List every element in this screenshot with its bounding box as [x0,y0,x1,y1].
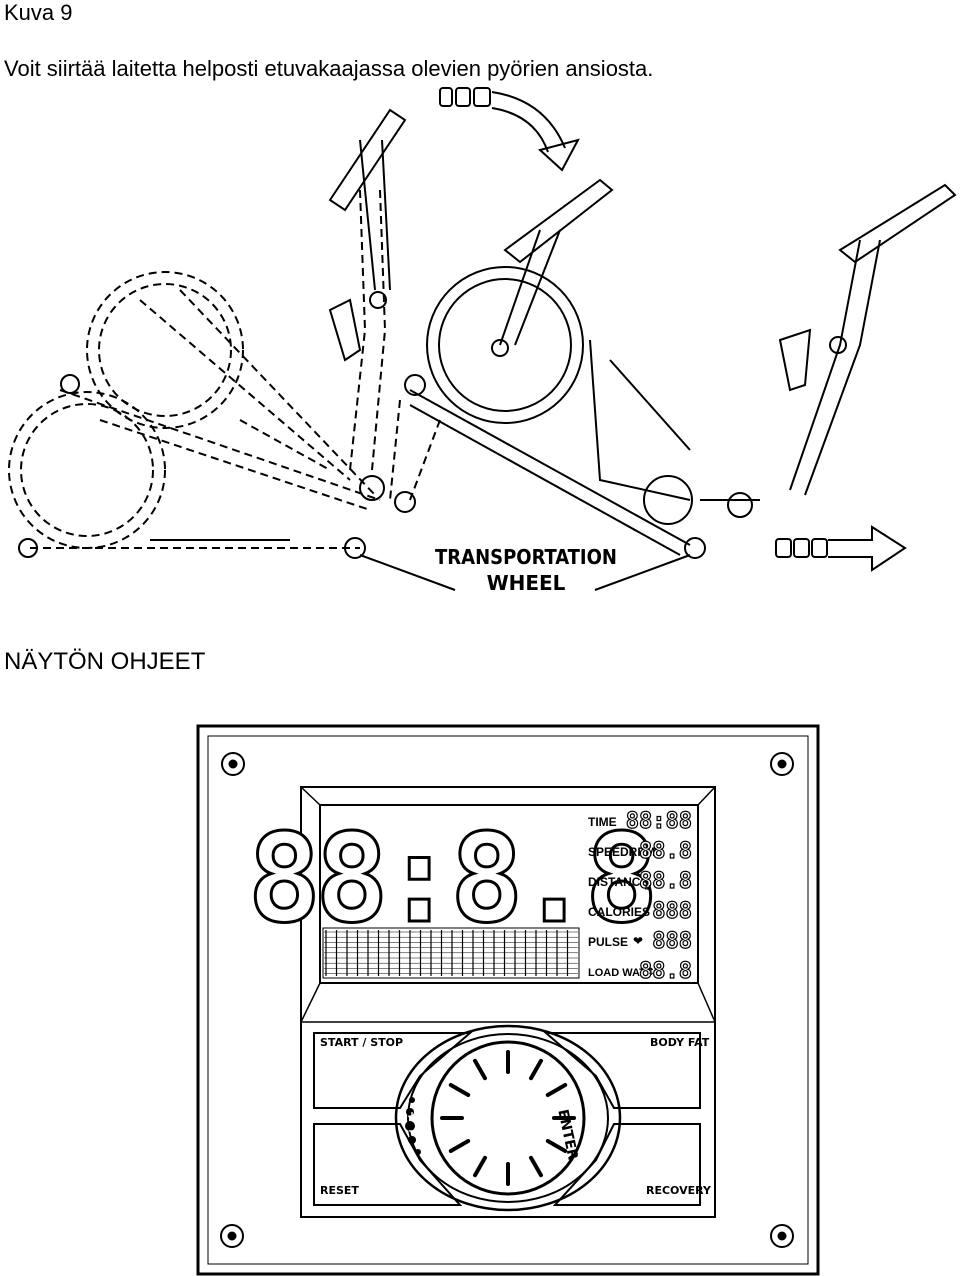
wheel-pointer-right [594,554,691,591]
transport-label-line1: TRANSPORTATION [435,545,617,569]
lcd-unit: M [645,885,651,892]
dial-tick [529,1058,543,1081]
dial-tick [448,1083,471,1097]
lcd-label-pulse: PULSE [588,935,628,949]
control-dial [394,1024,622,1212]
section-heading: NÄYTÖN OHJEET [4,648,206,675]
lcd-value-calories: 888 [652,899,692,924]
curved-arrow-icon [439,87,580,172]
start-stop-button[interactable]: START / STOP [320,1036,404,1049]
lcd-value-load-watt: 88.8 [639,959,692,984]
main-readout: 88:8.8 [248,808,653,950]
lcd-window [319,804,699,984]
machine-upright [404,178,957,559]
ghost-machine-positions [8,189,441,549]
svg-text:−: − [408,1126,416,1137]
transport-label-line2: WHEEL [487,571,566,595]
lcd-bar-graph [322,927,580,979]
figure-title: Kuva 9 [4,0,73,25]
reset-button[interactable]: RESET [320,1184,359,1197]
dial-direction-marks: + − [405,1097,421,1155]
wheel-pointer-left [359,554,456,591]
right-arrow-icon [775,525,907,572]
figure-caption: Voit siirtää laitetta helposti etuvakaaj… [4,56,654,81]
lcd-label-calories: CALORIES [588,905,650,919]
heart-icon: ❤ [633,934,643,948]
transport-illustration: TRANSPORTATION WHEEL [8,87,957,595]
lcd-label-distance: DISTANCE [588,875,648,889]
lcd-label-time: TIME [588,815,617,829]
dial-tick [448,1139,471,1153]
dial-tick [545,1083,568,1097]
dial-tick [473,1058,487,1081]
body-fat-button[interactable]: BODY FAT [650,1036,710,1049]
machine-folded [18,108,416,559]
lcd-value-time: 88:88 [626,809,692,834]
enter-button[interactable]: ENTER [554,1108,581,1162]
up-down-arrows-icon: ↕ [647,967,655,978]
lcd-label-speedrpm: SPEEDRPM [588,845,655,859]
lcd-value-pulse: 888 [652,929,692,954]
dial-tick [473,1155,487,1178]
lcd-label-load-watt: LOAD WATT [588,967,653,979]
recovery-button[interactable]: RECOVERY [646,1184,711,1197]
dial-tick [529,1155,543,1178]
svg-text:+: + [407,1109,417,1123]
screw-icon [220,752,794,1248]
lcd-value-distance: 88.8 [639,869,692,894]
lcd-value-speedrpm: 88.8 [639,839,692,864]
